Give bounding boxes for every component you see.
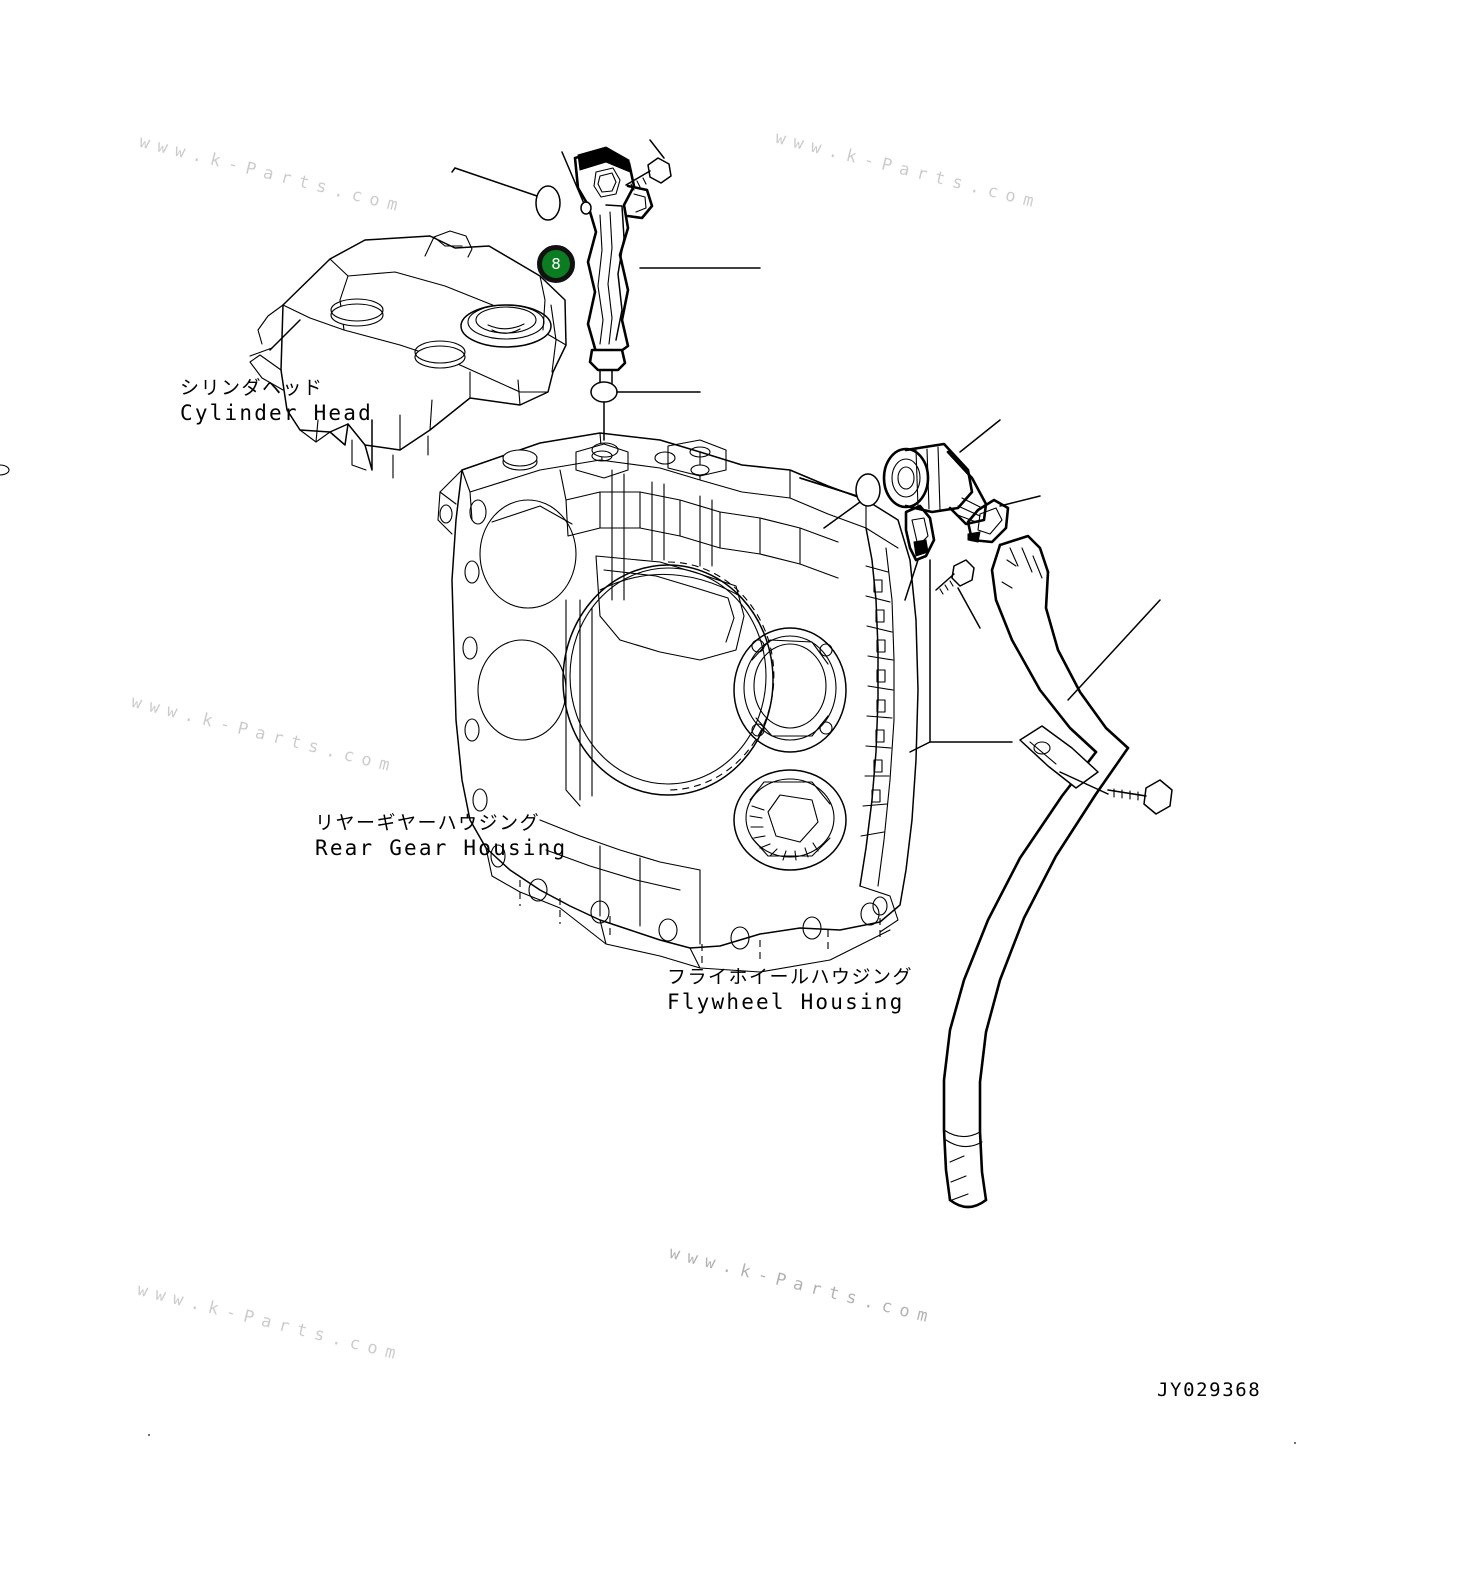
small-bracket-drawing	[966, 495, 1041, 544]
cylinder-head-cover-drawing	[249, 230, 567, 479]
flywheel-housing-drawing	[0, 432, 919, 973]
drawing-number: JY029368	[1157, 1379, 1262, 1401]
o-ring-right-drawing	[799, 473, 881, 529]
bolt-upper-drawing	[625, 139, 672, 191]
leader-cylhead-oring	[451, 167, 456, 173]
label-rear-gear-housing-en: Rear Gear Housing	[315, 836, 568, 861]
leader-housing-hose	[909, 741, 1013, 753]
clamp-bracket-drawing	[904, 504, 936, 601]
callout-badge-8[interactable]: 8	[537, 245, 575, 283]
breather-pipe-drawing	[573, 146, 654, 386]
label-cylinder-head-en: Cylinder Head	[180, 401, 373, 426]
registration-dot	[148, 1434, 150, 1436]
label-rear-gear-housing: リヤーギヤーハウジング Rear Gear Housing	[315, 811, 567, 862]
label-flywheel-housing-en: Flywheel Housing	[667, 990, 905, 1015]
registration-dot	[1294, 1442, 1296, 1444]
bolt-clamp-drawing	[1059, 771, 1173, 815]
label-rear-gear-housing-jp: リヤーギヤーハウジング	[315, 812, 541, 834]
hose-drawing	[942, 534, 1161, 1209]
leader-peg	[580, 201, 592, 215]
callout-badge-label: 8	[551, 254, 561, 273]
leader-cylhead-label	[269, 319, 301, 351]
label-flywheel-housing-jp: フライホイールハウジング	[667, 966, 914, 988]
label-flywheel-housing: フライホイールハウジング Flywheel Housing	[667, 965, 913, 1016]
leader-breather-head	[561, 151, 586, 207]
label-cylinder-head-jp: シリンダヘッド	[180, 377, 324, 399]
o-ring-lower-drawing	[590, 381, 701, 441]
o-ring-upper-drawing	[454, 167, 561, 221]
bolt-bracket-drawing	[935, 559, 981, 629]
label-cylinder-head: シリンダヘッド Cylinder Head	[180, 376, 373, 427]
